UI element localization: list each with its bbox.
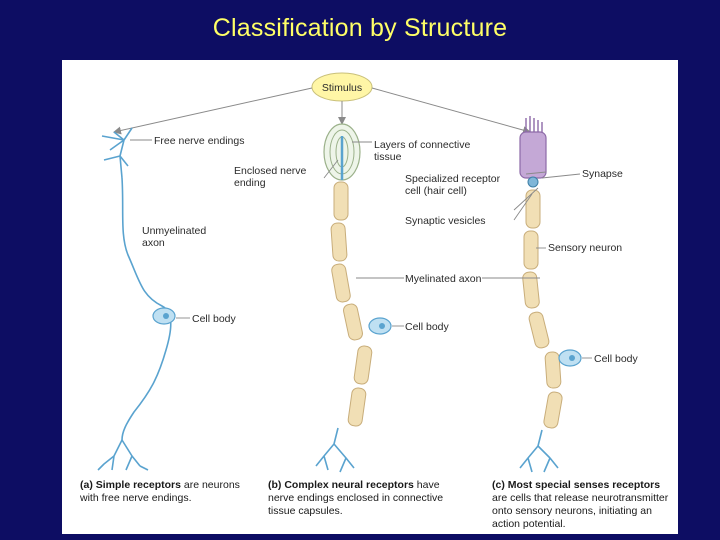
free-nerve-endings [101,127,133,179]
label-enclosed-nerve-ending-1: Enclosed nerve [234,165,307,177]
stimulus-label: Stimulus [322,82,362,94]
label-specialized-receptor-1: Specialized receptor [405,173,501,185]
caption-a-bold: (a) Simple receptors [80,479,181,491]
synaptic-vesicles-dot [527,176,539,188]
complex-receptor-neuron [315,123,373,473]
stimulus-group: Stimulus [113,72,531,135]
caption-a: (a) Simple receptors are neurons with fr… [79,479,240,504]
svg-text:(a) Simple receptors are neuro: (a) Simple receptors are neurons [80,479,240,491]
caption-c-line4: action potential. [492,518,566,530]
label-specialized-receptor-2: cell (hair cell) [405,185,467,197]
label-enclosed-nerve-ending-2: ending [234,177,266,189]
simple-receptor-neuron [97,127,172,471]
caption-b-rest: have [414,479,440,491]
label-cell-body-c: Cell body [594,353,639,365]
label-layers-connective-2: tissue [374,151,402,163]
caption-c-pre: (c) Most [492,479,535,491]
caption-b-bold: (b) Complex neural receptors [268,479,414,491]
stimulus-arrow-c [371,87,531,134]
caption-a-rest: are neurons [181,479,240,491]
label-layers-connective-1: Layers of connective [374,139,470,151]
svg-text:(b) Complex neural receptors h: (b) Complex neural receptors have [268,479,440,491]
receptor-diagram: Stimulus [79,72,669,530]
label-unmyelinated-axon-1: Unmyelinated [142,225,206,237]
caption-a-line2: with free nerve endings. [79,492,191,504]
label-synaptic-vesicles: Synaptic vesicles [405,215,486,227]
label-synapse: Synapse [582,168,623,180]
myelinated-axon-b [330,181,373,427]
terminal-branches-c [519,429,559,473]
figure-panel: Stimulus [62,60,678,534]
nucleus-a [163,313,169,319]
label-myelinated-axon: Myelinated axon [405,273,482,285]
pointer-lines [130,139,592,359]
caption-b-line2: nerve endings enclosed in connective [268,492,443,504]
caption-c-line2: are cells that release neurotransmitter [492,492,669,504]
caption-c-line3: onto sensory neurons, initiating an [492,505,652,517]
label-unmyelinated-axon-2: axon [142,237,165,249]
caption-b: (b) Complex neural receptors have nerve … [268,479,443,517]
slide-title: Classification by Structure [212,14,508,42]
stereocilia [525,116,543,132]
label-cell-body-a: Cell body [192,313,237,325]
label-sensory-neuron: Sensory neuron [548,242,622,254]
caption-c: (c) Most special senses receptors are ce… [492,479,669,530]
nucleus-c [569,355,575,361]
myelinated-axon-c [522,189,563,429]
terminal-branches-a [97,439,149,471]
caption-b-line3: tissue capsules. [268,505,343,517]
stimulus-arrow-a [113,87,313,135]
label-free-nerve-endings: Free nerve endings [154,135,244,147]
special-sense-receptor [519,116,563,473]
svg-text:(c) Most special senses recept: (c) Most special senses receptors [492,479,660,491]
terminal-branches-b [315,427,355,473]
caption-c-bold: special senses receptors [535,479,660,491]
hair-cell [519,131,547,179]
nucleus-b [379,323,385,329]
label-cell-body-b: Cell body [405,321,450,333]
